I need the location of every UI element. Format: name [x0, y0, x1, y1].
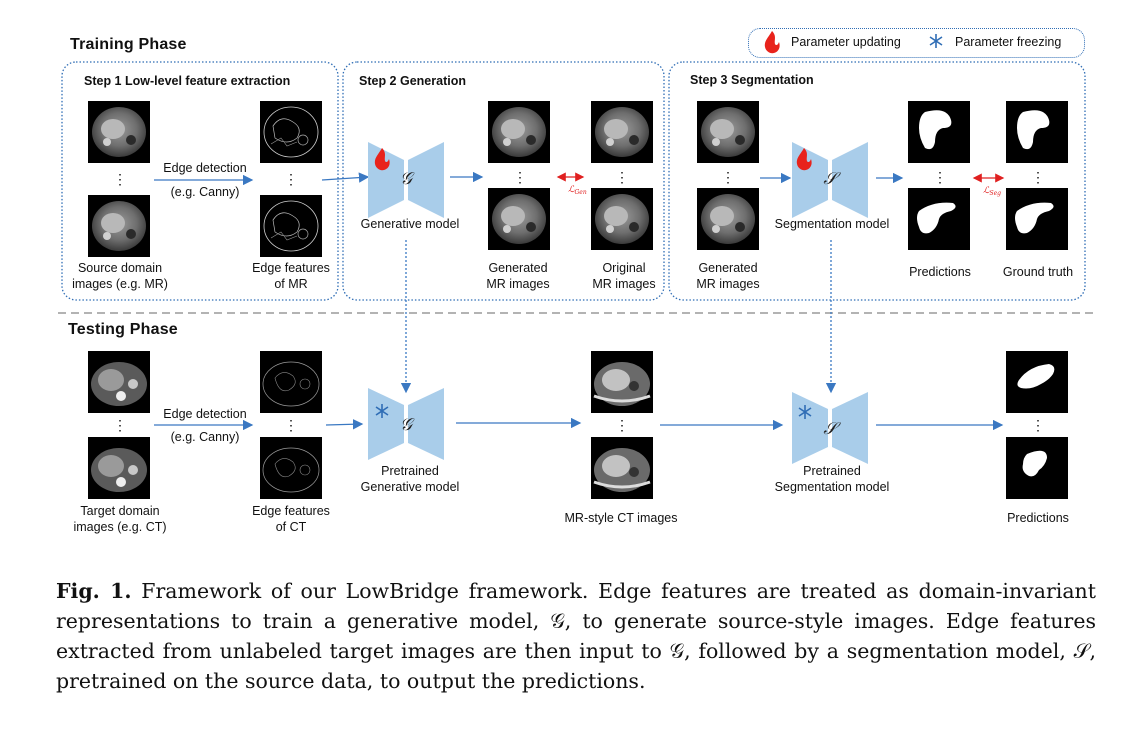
generated-mr-image	[488, 101, 550, 163]
ellipsis: ⋮	[113, 171, 127, 187]
test-canny-label: (e.g. Canny)	[170, 430, 240, 444]
flame-icon	[796, 148, 812, 171]
legend-freezing-label: Parameter freezing	[955, 35, 1062, 49]
edge-features-mr-label-1: Edge features	[252, 261, 330, 275]
framework-diagram: 𝒢 𝒮 𝒢 𝒮 ℒGen ℒSeg	[58, 31, 1097, 499]
arrow-edge-to-gen	[321, 172, 370, 183]
mr-style-ct-image	[591, 437, 653, 499]
gen-symbol: 𝒢	[400, 169, 415, 189]
edge-features-ct-label-2: of CT	[275, 520, 307, 534]
caption-text: Framework of our LowBridge framework. Ed…	[56, 579, 1096, 693]
generative-model-label: Generative model	[360, 217, 460, 231]
original-mr-image	[591, 101, 653, 163]
edge-ct-image	[260, 437, 322, 499]
step3-box	[668, 61, 1086, 301]
edge-detection-label: Edge detection	[163, 161, 247, 175]
ground-truth-label: Ground truth	[1002, 265, 1074, 279]
target-domain-label-2: images (e.g. CT)	[73, 520, 167, 534]
loss-gen-label: ℒGen	[568, 185, 587, 196]
generated-mr-label-1: Generated	[488, 261, 548, 275]
ellipsis: ⋮	[933, 169, 947, 185]
pretrained-gen-label-1: Pretrained	[381, 464, 439, 478]
target-ct-image	[88, 437, 150, 499]
edge-features-ct-label-1: Edge features	[252, 504, 330, 518]
edge-mr-image	[260, 101, 322, 163]
source-domain-label-2: images (e.g. MR)	[72, 277, 168, 291]
source-domain-label-1: Source domain	[77, 261, 163, 275]
step1-box	[61, 61, 339, 301]
figure-caption: Fig. 1. Framework of our LowBridge frame…	[56, 576, 1096, 696]
edge-features-mr-label-2: of MR	[274, 277, 308, 291]
flame-icon	[374, 148, 390, 171]
ellipsis: ⋮	[1031, 169, 1045, 185]
snowflake-icon	[375, 404, 389, 418]
prediction-mask	[908, 101, 970, 163]
ellipsis: ⋮	[284, 171, 298, 187]
legend: Parameter updating Parameter freezing	[748, 28, 1085, 58]
mr-style-ct-image	[591, 351, 653, 413]
arrow-test-edge-to-gen	[325, 419, 364, 430]
edge-ct-image	[260, 351, 322, 413]
test-prediction-mask	[1006, 351, 1068, 413]
snowflake-icon	[929, 34, 943, 48]
ellipsis: ⋮	[721, 169, 735, 185]
step2-title: Step 2 Generation	[359, 74, 466, 88]
prediction-mask	[908, 188, 970, 250]
source-mr-image	[88, 101, 150, 163]
original-mr-label-2: MR images	[592, 277, 656, 291]
original-mr-label-1: Original	[602, 261, 646, 275]
legend-updating-label: Parameter updating	[791, 35, 901, 49]
ground-truth-mask	[1006, 188, 1068, 250]
predictions-label: Predictions	[909, 265, 971, 279]
step3-generated-mr-image	[697, 101, 759, 163]
source-mr-image	[88, 195, 150, 257]
test-predictions-label: Predictions	[1007, 511, 1069, 525]
test-edge-detection-label: Edge detection	[163, 407, 247, 421]
step3-generated-mr-image	[697, 188, 759, 250]
test-gen-symbol: 𝒢	[400, 415, 415, 435]
ground-truth-mask	[1006, 101, 1068, 163]
step3-generated-label-2: MR images	[696, 277, 760, 291]
ellipsis: ⋮	[113, 417, 127, 433]
ellipsis: ⋮	[513, 169, 527, 185]
ellipsis: ⋮	[615, 417, 629, 433]
generated-mr-image	[488, 188, 550, 250]
ellipsis: ⋮	[615, 169, 629, 185]
step2-box	[342, 61, 665, 301]
mr-style-ct-label: MR-style CT images	[564, 511, 678, 525]
step3-generated-label-1: Generated	[698, 261, 758, 275]
original-mr-image	[591, 188, 653, 250]
caption-fig-label: Fig. 1.	[56, 579, 132, 603]
segmentation-model-label: Segmentation model	[774, 217, 890, 231]
loss-seg-label: ℒSeg	[983, 186, 1001, 197]
pretrained-seg-label-2: Segmentation model	[774, 480, 890, 494]
training-phase-title: Training Phase	[70, 36, 187, 53]
generated-mr-label-2: MR images	[486, 277, 550, 291]
target-domain-label-1: Target domain	[80, 504, 160, 518]
step1-title: Step 1 Low-level feature extraction	[84, 74, 291, 88]
ellipsis: ⋮	[284, 417, 298, 433]
target-ct-image	[88, 351, 150, 413]
step3-title: Step 3 Segmentation	[690, 73, 814, 87]
flame-icon	[764, 31, 780, 54]
ellipsis: ⋮	[1031, 417, 1045, 433]
edge-mr-image	[260, 195, 322, 257]
snowflake-icon	[798, 405, 812, 419]
canny-label: (e.g. Canny)	[170, 185, 240, 199]
testing-phase-title: Testing Phase	[68, 321, 178, 338]
test-prediction-mask	[1006, 437, 1068, 499]
pretrained-generative-model-shape	[368, 388, 444, 460]
pretrained-gen-label-2: Generative model	[360, 480, 460, 494]
pretrained-seg-label-1: Pretrained	[803, 464, 861, 478]
